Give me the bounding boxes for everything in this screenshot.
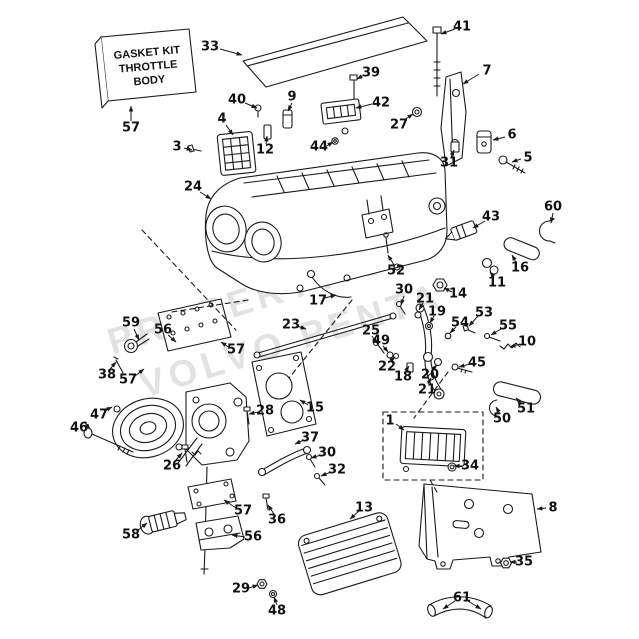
hose-61 [427, 596, 493, 619]
screw-28 [243, 406, 251, 425]
spacer-12 [263, 124, 272, 140]
washer-44 [331, 137, 339, 145]
mount-bracket-8 [418, 483, 542, 570]
screw-46 [83, 427, 134, 455]
linkage-arm [372, 300, 501, 400]
block-31 [450, 141, 460, 153]
nut-14 [432, 278, 448, 292]
module-42 [320, 98, 362, 135]
cover-plate-33 [242, 16, 428, 88]
spring-10 [499, 342, 521, 350]
bolt-41 [432, 26, 442, 97]
throttle-rod-23 [253, 312, 397, 359]
bracket-7 [440, 71, 467, 167]
spacer-9 [282, 109, 293, 129]
clamp-60 [538, 218, 556, 244]
fitting-11 [481, 257, 499, 275]
gasket-kit-line3: BODY [133, 74, 166, 89]
gasket-kit-line2: THROTTLE [118, 58, 177, 75]
nut-35 [499, 557, 513, 569]
oil-cooler-13 [297, 512, 402, 596]
sensor-59 [123, 333, 150, 354]
bracket-56-lower [195, 515, 245, 551]
bellcrank-37 [257, 445, 326, 486]
module-4 [216, 130, 257, 176]
module-1 [382, 411, 484, 481]
gasket-kit-line1: GASKET KIT [113, 44, 181, 62]
sensor-58 [139, 510, 187, 535]
screw-39 [349, 74, 358, 100]
clamp-50 [488, 399, 499, 417]
screw-36 [262, 493, 270, 511]
pin-40 [254, 104, 262, 118]
washer-48 [268, 589, 278, 599]
construction-lines [141, 229, 449, 493]
nut-29 [256, 579, 268, 589]
gasket-kit-box [94, 28, 197, 109]
gasket-kit-label: GASKET KIT THROTTLE BODY [113, 44, 181, 89]
stud-38 [113, 356, 124, 374]
air-horn-funnel [112, 397, 184, 459]
hose-16 [503, 237, 540, 261]
screw-26 [181, 444, 189, 463]
intake-manifold-24 [204, 152, 448, 298]
gasket-15 [251, 351, 317, 437]
screw-3 [187, 144, 202, 153]
nut-34 [447, 462, 457, 472]
sensor-43 [444, 220, 478, 241]
hose-51 [492, 381, 542, 405]
screw-5 [498, 155, 526, 174]
grommet-27 [411, 106, 423, 118]
gasket-57-lower [187, 478, 237, 510]
canister-6 [476, 130, 492, 154]
leader-lines [84, 28, 555, 610]
